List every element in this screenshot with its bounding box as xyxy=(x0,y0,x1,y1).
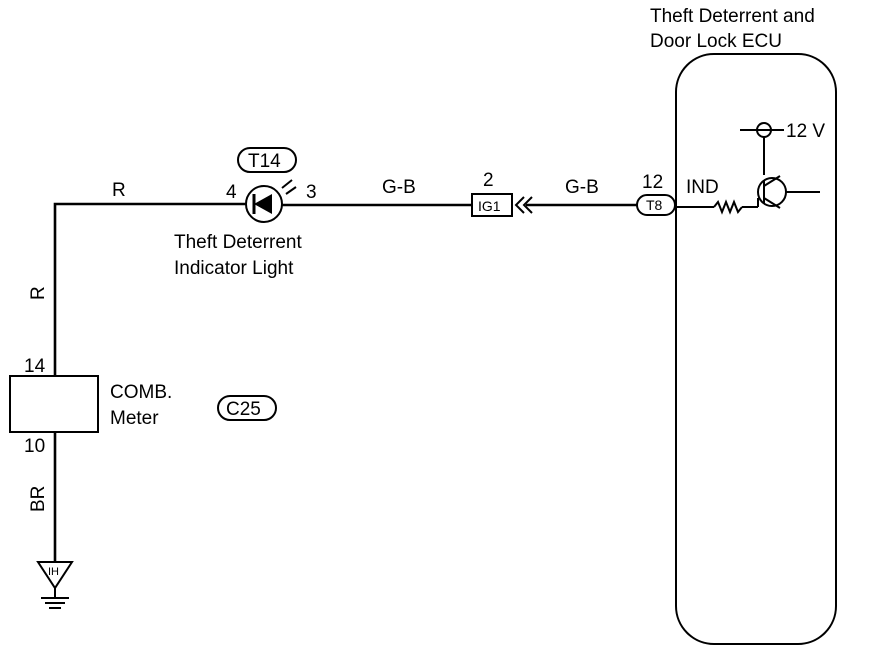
wire-gb-left-label: G-B xyxy=(382,177,416,198)
wire-br-label: BR xyxy=(28,486,49,512)
meter-pin-14: 14 xyxy=(24,356,46,377)
led-icon xyxy=(245,179,297,223)
ecu-box xyxy=(675,53,837,645)
meter-connector-c25 xyxy=(217,395,277,421)
meter-name-line1: COMB. xyxy=(110,382,172,403)
ecu-title-line2: Door Lock ECU xyxy=(650,31,782,52)
meter-box xyxy=(9,375,99,433)
junction-ig1-label: IG1 xyxy=(478,198,501,214)
supply-12v-icon xyxy=(740,122,784,175)
wire-gb-right-label: G-B xyxy=(565,177,599,198)
transistor-icon xyxy=(757,175,820,209)
meter-name-line2: Meter xyxy=(110,408,159,429)
indicator-pin-3: 3 xyxy=(306,182,317,203)
wire-r xyxy=(53,202,246,376)
ecu-connector-t8-label: T8 xyxy=(646,197,663,213)
resistor-icon xyxy=(676,198,759,215)
ecu-pin-12: 12 xyxy=(642,172,663,193)
supply-12v-label: 12 V xyxy=(786,121,825,142)
indicator-name-line1: Theft Deterrent xyxy=(174,232,302,253)
indicator-connector-t14 xyxy=(237,147,297,173)
connector-arrow-icon xyxy=(514,196,533,214)
indicator-pin-4: 4 xyxy=(226,182,237,203)
indicator-name-line2: Indicator Light xyxy=(174,258,294,279)
ground-label: IH xyxy=(48,566,59,578)
meter-connector-c25-label: C25 xyxy=(226,399,261,420)
indicator-connector-t14-label: T14 xyxy=(248,151,281,172)
ecu-title-line1: Theft Deterrent and xyxy=(650,6,815,27)
junction-pin-2: 2 xyxy=(483,170,494,191)
wire-r-vertical-label: R xyxy=(28,286,49,300)
meter-pin-10: 10 xyxy=(24,436,45,457)
ecu-terminal-ind: IND xyxy=(686,177,719,198)
ground-icon xyxy=(36,561,74,609)
wire-r-top-label: R xyxy=(112,180,126,201)
